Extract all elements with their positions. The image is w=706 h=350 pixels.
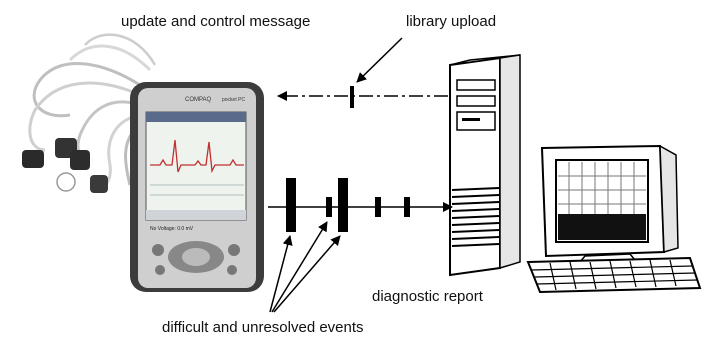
pocket-pc-icon <box>130 82 264 292</box>
device-model-text: pocket PC <box>222 97 245 103</box>
device-brand-text: COMPAQ <box>185 97 212 103</box>
events-label: difficult and unresolved events <box>162 319 364 336</box>
update-control-label: update and control message <box>121 13 311 30</box>
computer-tower-icon <box>449 54 521 277</box>
event-pointer <box>273 235 341 313</box>
library-upload-label: library upload <box>406 13 497 30</box>
event-packet <box>286 178 296 232</box>
ecg-electrodes-icon <box>22 33 157 193</box>
event-packet <box>375 197 381 217</box>
crt-monitor-icon <box>540 144 679 269</box>
event-pointer <box>271 221 328 313</box>
device-status-text: No Voltage: 0.0 mV <box>150 226 194 232</box>
event-pointer <box>269 235 293 313</box>
event-packet <box>404 197 410 217</box>
event-packet <box>338 178 348 232</box>
keyboard-icon <box>526 256 702 294</box>
library-packet <box>350 86 354 108</box>
event-packet <box>326 197 332 217</box>
library-upload-pointer <box>356 37 403 83</box>
diagnostic-report-label: diagnostic report <box>372 288 483 305</box>
